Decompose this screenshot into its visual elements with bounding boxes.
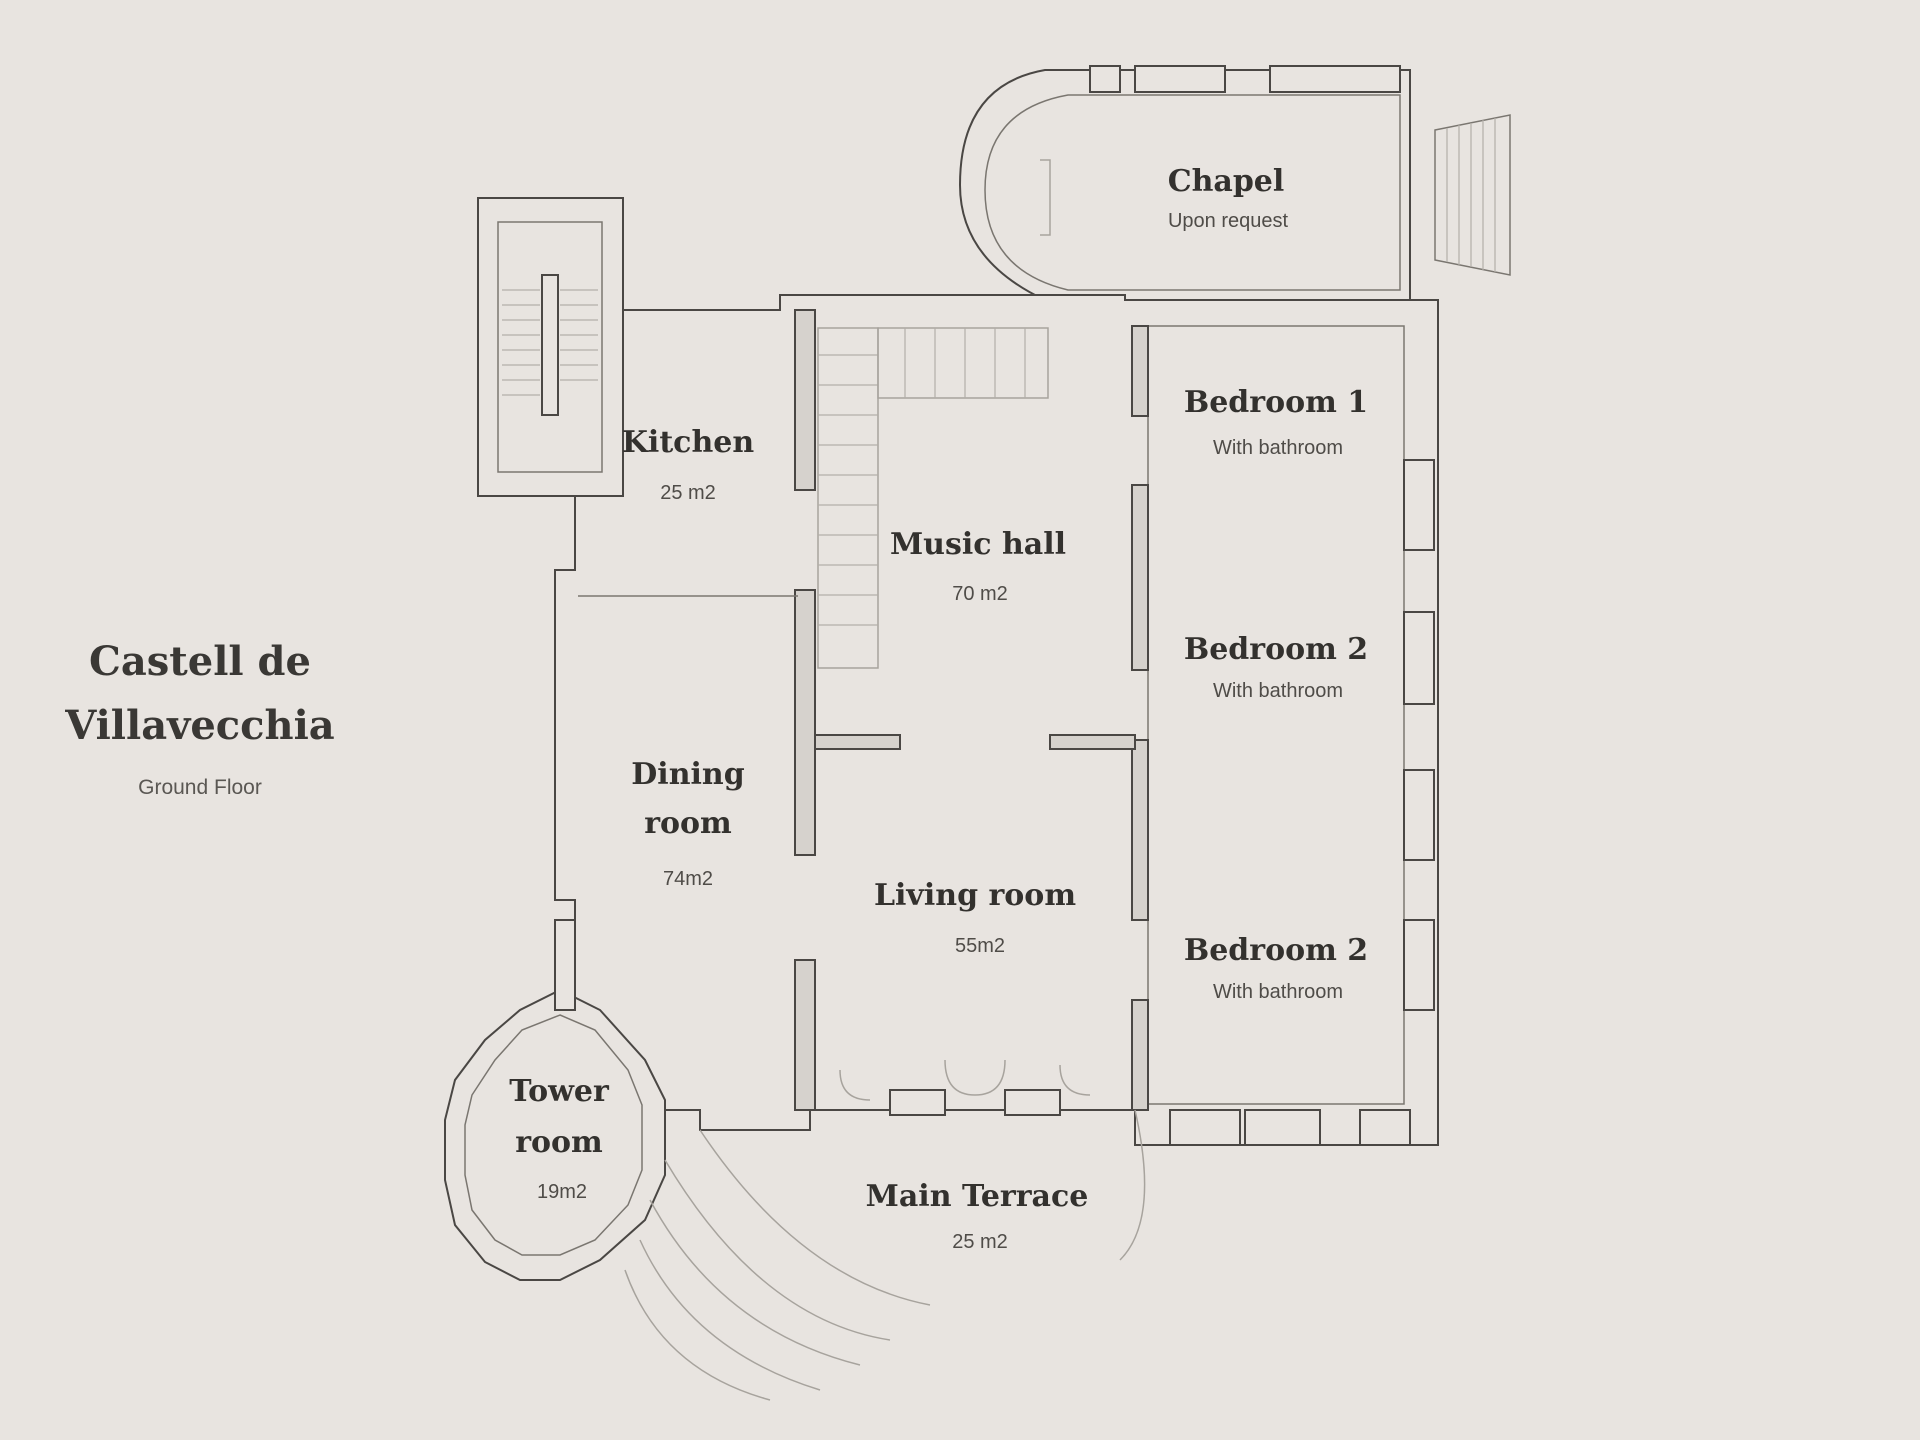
- tower-room-walls: [444, 919, 666, 1281]
- kitchen-music-wall: [794, 309, 816, 491]
- dining-label-1: Dining: [631, 757, 745, 792]
- chapel-label: Chapel: [1167, 164, 1285, 199]
- chapel-window-piers: [1089, 65, 1401, 93]
- terrace-steps: [624, 1109, 1146, 1401]
- music-hall-area: 70 m2: [952, 583, 1008, 605]
- bedroom2-wall: [1131, 484, 1149, 671]
- plan-title-line-1: Castell de: [89, 638, 311, 685]
- music-hall-stairs: [817, 327, 1049, 669]
- living-room-area: 55m2: [954, 935, 1006, 957]
- hall-partition-left: [814, 734, 901, 750]
- terrace-doors: [839, 1059, 1091, 1116]
- tower-room-area: 19m2: [536, 1181, 588, 1203]
- dining-living-wall: [794, 959, 816, 1111]
- tower-room-label-1: Tower: [509, 1074, 609, 1109]
- stair-tower-treads: [502, 289, 598, 396]
- chapel-note: Upon request: [1167, 210, 1289, 232]
- bedroom2-note: With bathroom: [1212, 680, 1344, 702]
- kitchen-label: Kitchen: [621, 425, 755, 460]
- dining-area: 74m2: [662, 868, 714, 890]
- stair-tower-inner: [497, 221, 603, 473]
- dining-music-wall: [794, 589, 816, 856]
- music-hall-label: Music hall: [889, 527, 1067, 562]
- plan-subtitle: Ground Floor: [138, 776, 262, 799]
- main-terrace-area: 25 m2: [952, 1231, 1008, 1253]
- chapel-external-stairs: [1434, 114, 1511, 276]
- hall-partition-right: [1049, 734, 1136, 750]
- stair-tower-core: [541, 274, 559, 416]
- plan-title-line-2: Villavecchia: [65, 702, 335, 749]
- bedroom1-label: Bedroom 1: [1183, 385, 1369, 420]
- tower-room-label-2: room: [515, 1125, 603, 1160]
- living-room-label: Living room: [873, 878, 1077, 913]
- chapel-inner-wall: [984, 94, 1401, 291]
- bedroom1-note: With bathroom: [1212, 437, 1344, 459]
- bedroom3-label: Bedroom 2: [1183, 933, 1369, 968]
- bedroom3-note: With bathroom: [1212, 981, 1344, 1003]
- bedroom3-wall: [1131, 739, 1149, 921]
- plan-title-block: Castell de Villavecchia Ground Floor: [60, 630, 340, 800]
- chapel-altar: [1040, 159, 1051, 236]
- bedroom-wing-piers: [1169, 459, 1435, 1146]
- bedroom2-label: Bedroom 2: [1183, 632, 1369, 667]
- dining-label-2: room: [644, 806, 732, 841]
- kitchen-area: 25 m2: [660, 482, 716, 504]
- bedroom3-lower-wall: [1131, 999, 1149, 1111]
- main-terrace-label: Main Terrace: [865, 1179, 1089, 1214]
- bedroom1-wall: [1131, 325, 1149, 417]
